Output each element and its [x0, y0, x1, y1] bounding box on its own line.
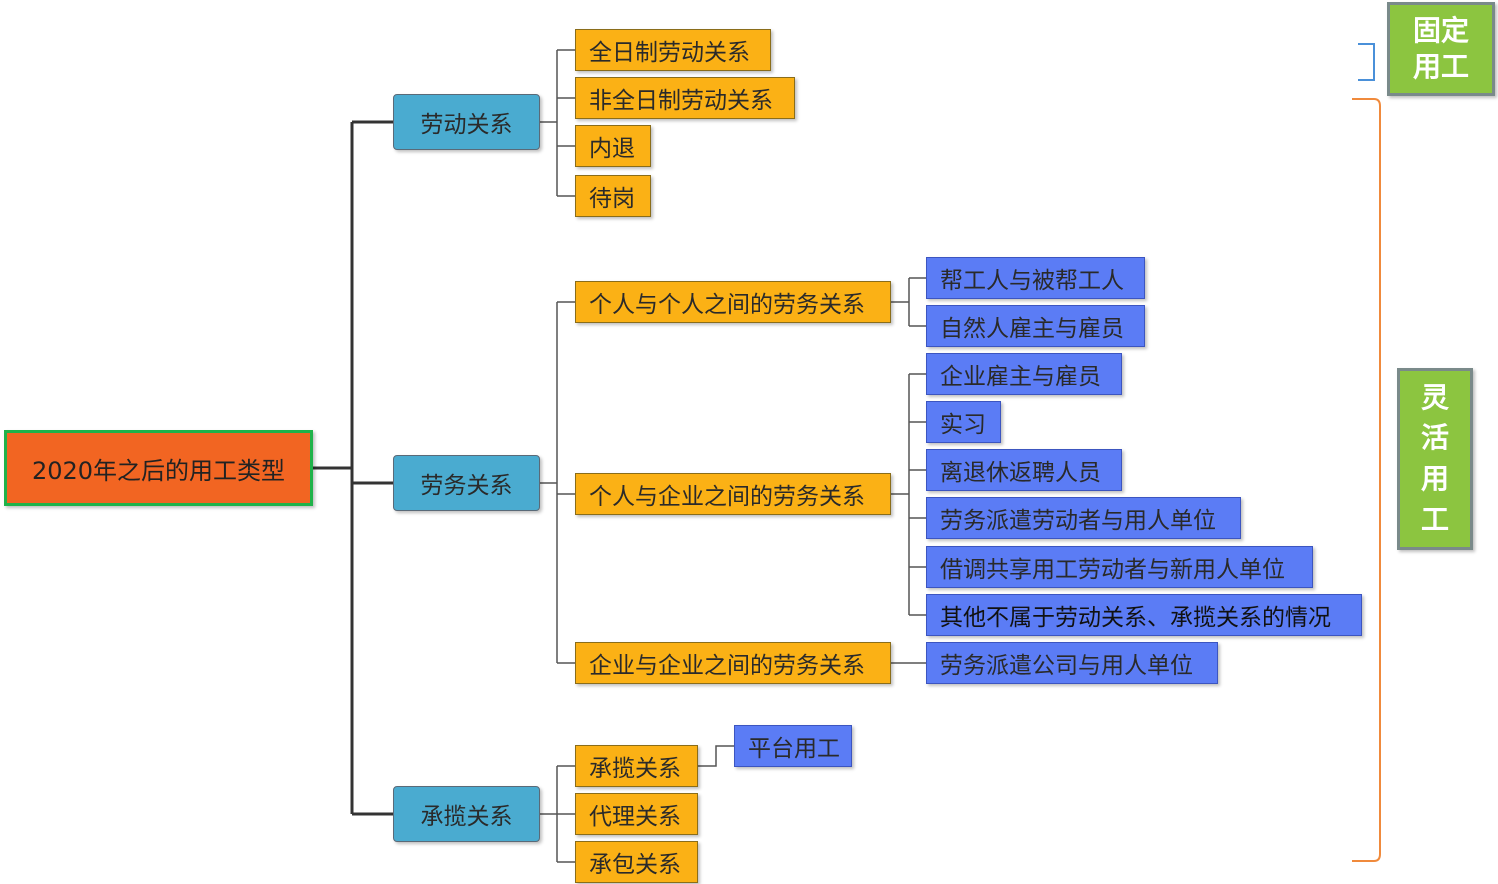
node-agency: 代理关系: [575, 793, 698, 835]
branch-labor-relation: 劳动关系: [393, 94, 540, 150]
node-enterprise-enterprise: 企业与企业之间的劳务关系: [575, 642, 891, 684]
leaf-dispatch-company: 劳务派遣公司与用人单位: [926, 642, 1218, 684]
tag-fixed-line-1: 固定: [1412, 13, 1469, 47]
node-awaiting-post: 待岗: [575, 175, 651, 217]
leaf-retiree-rehire: 离退休返聘人员: [926, 449, 1122, 491]
root-connector: [312, 120, 393, 816]
leaf-other-cases: 其他不属于劳动关系、承揽关系的情况: [926, 594, 1362, 636]
tag-fixed-employment: 固定 用工: [1387, 2, 1495, 96]
service-relation-connector: [540, 301, 575, 664]
tag-flexible-char-4: 工: [1420, 502, 1449, 536]
leaf-platform-employment: 平台用工: [734, 725, 852, 767]
leaf-enterprise-employer: 企业雇主与雇员: [926, 353, 1122, 395]
leaf-helper-helped: 帮工人与被帮工人: [926, 257, 1145, 299]
leaf-secondment-sharing: 借调共享用工劳动者与新用人单位: [926, 546, 1313, 588]
node-personal-enterprise: 个人与企业之间的劳务关系: [575, 473, 891, 515]
tag-flexible-employment: 灵 活 用 工: [1397, 368, 1473, 550]
node-contracting: 承揽关系: [575, 745, 698, 787]
labor-relation-connector: [540, 49, 575, 197]
tag-flexible-char-1: 灵: [1420, 380, 1449, 414]
personal-personal-connector: [891, 277, 926, 327]
node-full-time-labor: 全日制劳动关系: [575, 29, 771, 71]
node-part-time-labor: 非全日制劳动关系: [575, 77, 795, 119]
personal-enterprise-connector: [891, 373, 926, 616]
branch-contract-relation: 承揽关系: [393, 786, 540, 842]
platform-connector: [698, 745, 734, 767]
fixed-employment-bracket: [1358, 43, 1375, 81]
leaf-internship: 实习: [926, 401, 1001, 443]
node-subcontract: 承包关系: [575, 841, 698, 883]
flexible-employment-bracket: [1352, 98, 1381, 862]
leaf-dispatch-worker: 劳务派遣劳动者与用人单位: [926, 497, 1241, 539]
leaf-natural-employer: 自然人雇主与雇员: [926, 305, 1145, 347]
branch-service-relation: 劳务关系: [393, 455, 540, 511]
root-node: 2020年之后的用工类型: [4, 430, 313, 506]
contract-relation-connector: [540, 765, 575, 863]
tag-flexible-char-2: 活: [1420, 421, 1449, 455]
tag-flexible-char-3: 用: [1420, 462, 1449, 495]
tag-fixed-line-2: 用工: [1412, 50, 1469, 83]
node-internal-retirement: 内退: [575, 125, 651, 167]
node-personal-personal: 个人与个人之间的劳务关系: [575, 281, 891, 323]
